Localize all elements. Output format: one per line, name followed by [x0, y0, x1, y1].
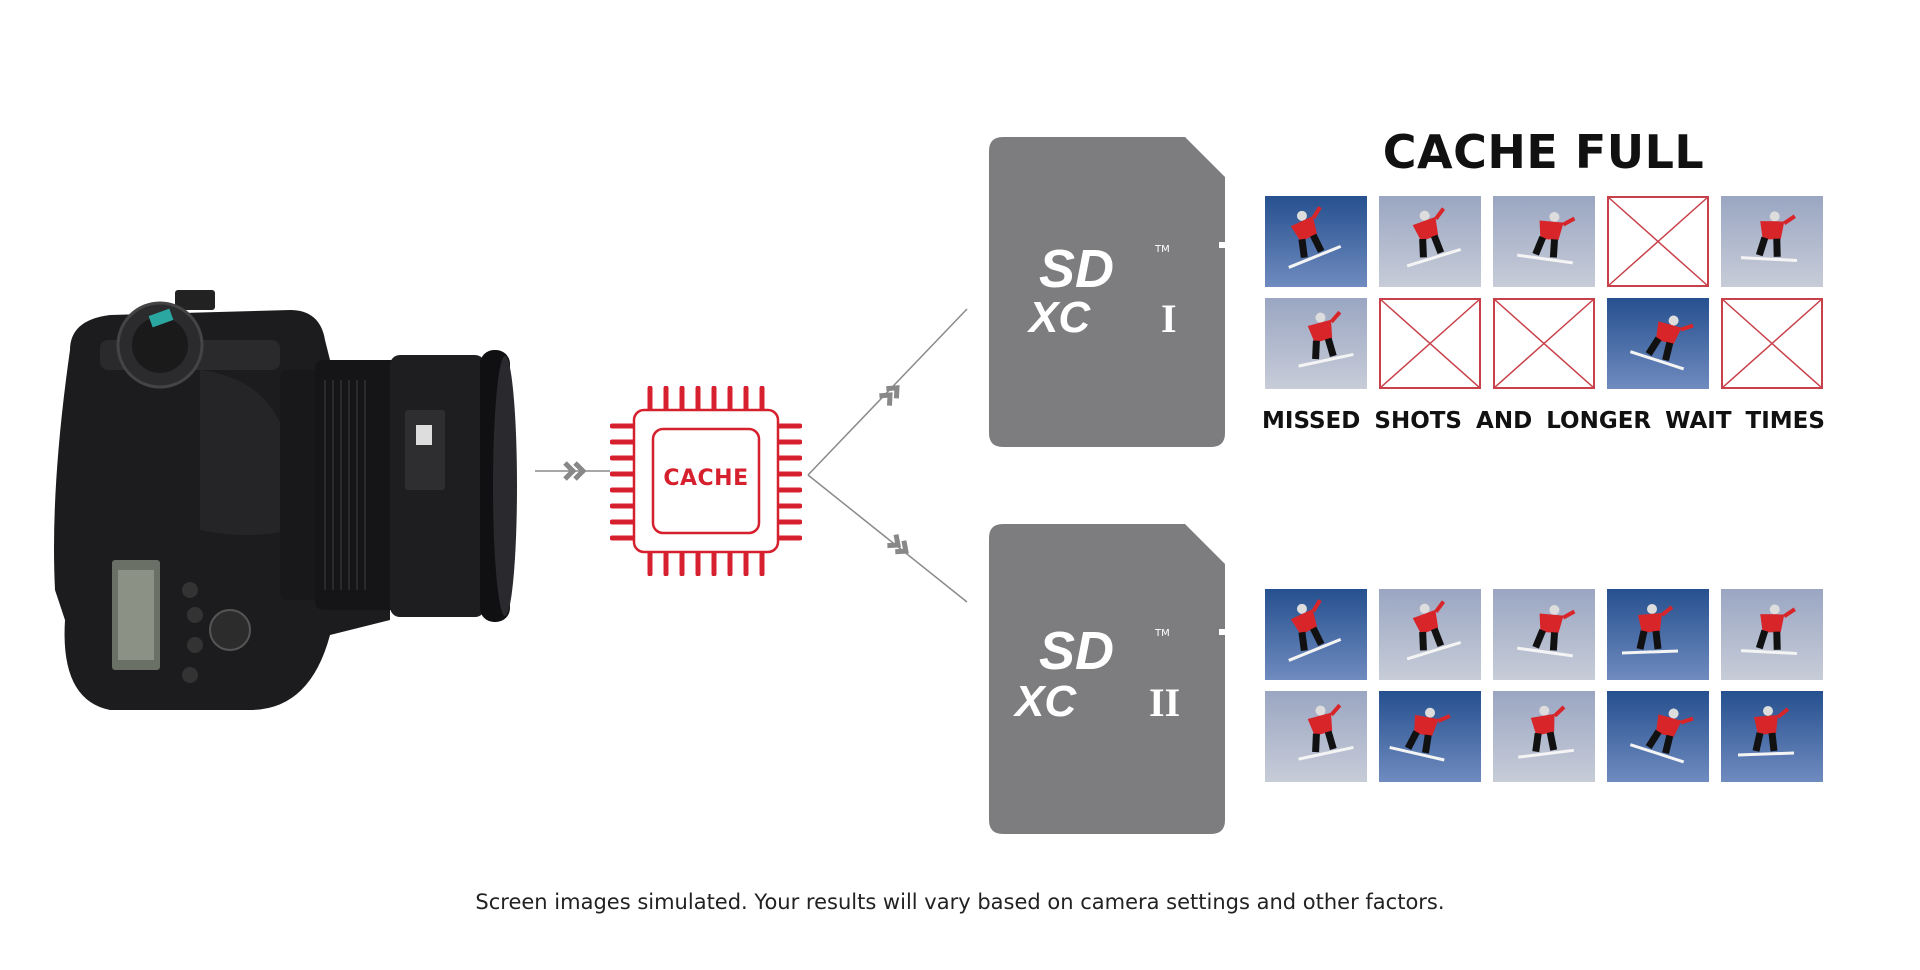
- cache-chip-icon: CACHE: [609, 385, 803, 577]
- missed-frame-icon: [1493, 298, 1595, 389]
- svg-text:XC: XC: [1026, 293, 1091, 342]
- svg-text:TM: TM: [1154, 628, 1170, 639]
- skier-photo: [1379, 196, 1481, 287]
- caption-word: TIMES: [1745, 408, 1825, 434]
- skier-photo: [1265, 196, 1367, 287]
- skier-photo: [1607, 691, 1709, 782]
- caption-word: LONGER: [1546, 408, 1652, 434]
- missed-shots-caption: MISSED SHOTS AND LONGER WAIT TIMES: [1262, 408, 1825, 434]
- sdxc-uhs-ii-card: SD XC II TM: [989, 524, 1225, 834]
- skier-photo: [1721, 589, 1823, 680]
- missed-frame-icon: [1379, 298, 1481, 389]
- svg-text:SD: SD: [1039, 239, 1114, 299]
- caption-word: WAIT: [1665, 408, 1732, 434]
- caption-word: AND: [1476, 408, 1533, 434]
- caption-word: MISSED: [1262, 408, 1361, 434]
- svg-text:I: I: [1161, 296, 1177, 341]
- disclaimer-text: Screen images simulated. Your results wi…: [475, 890, 1445, 914]
- skier-photo: [1379, 589, 1481, 680]
- skier-photo: [1493, 691, 1595, 782]
- skier-photo: [1379, 691, 1481, 782]
- svg-text:XC: XC: [1012, 677, 1077, 726]
- skier-photo: [1721, 196, 1823, 287]
- skier-photo: [1721, 691, 1823, 782]
- cache-label: CACHE: [663, 466, 749, 491]
- skier-photo: [1265, 589, 1367, 680]
- uhs-ii-burst-frames: [1265, 589, 1823, 782]
- missed-frame-icon: [1721, 298, 1823, 389]
- double-chevron-arrow-icon: [535, 455, 610, 487]
- skier-photo: [1607, 298, 1709, 389]
- sdxc-uhs-i-card: SD XC I TM: [989, 137, 1225, 447]
- branch-arrows: [800, 290, 990, 620]
- svg-text:II: II: [1149, 680, 1180, 725]
- skier-photo: [1265, 298, 1367, 389]
- skier-photo: [1607, 589, 1709, 680]
- double-chevron-down-icon: [887, 534, 909, 555]
- svg-text:SD: SD: [1039, 621, 1114, 681]
- skier-photo: [1493, 589, 1595, 680]
- camera-image: [50, 290, 520, 715]
- missed-frame-icon: [1607, 196, 1709, 287]
- svg-text:TM: TM: [1154, 244, 1170, 255]
- caption-word: SHOTS: [1374, 408, 1462, 434]
- double-chevron-up-icon: [879, 385, 900, 406]
- skier-photo: [1493, 196, 1595, 287]
- cache-full-title: CACHE FULL: [1382, 125, 1705, 179]
- uhs-i-burst-frames: [1265, 196, 1823, 389]
- skier-photo: [1265, 691, 1367, 782]
